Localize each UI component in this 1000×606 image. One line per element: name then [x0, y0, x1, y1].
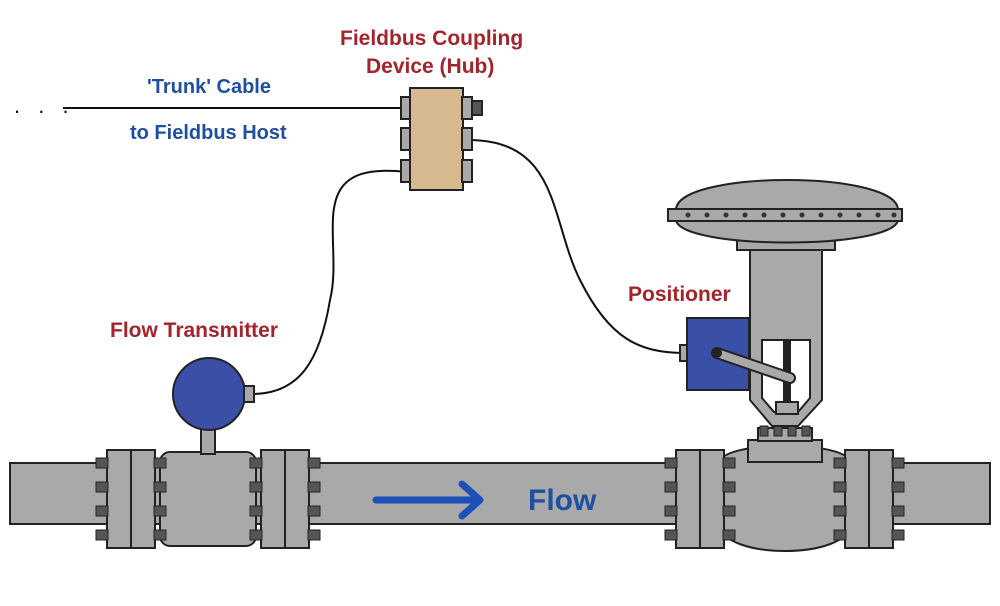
- positioner-arm: [713, 349, 794, 382]
- valve-yoke: [749, 247, 823, 427]
- ellipsis: . . .: [14, 93, 75, 118]
- flow-meter-body: [106, 449, 310, 549]
- positioner-label: Positioner: [628, 283, 731, 306]
- actuator-bolts: [685, 212, 897, 218]
- transmitter-connector: [243, 385, 255, 403]
- flange-bolts-meter: [95, 457, 321, 541]
- flange-bolts-valve: [664, 457, 905, 541]
- flow-label: Flow: [528, 484, 597, 517]
- valve-bonnet: [747, 425, 823, 463]
- spur-cable-transmitter: [251, 169, 407, 395]
- coupling-label-line2: Device (Hub): [366, 55, 495, 78]
- positioner-pivot: [712, 348, 722, 358]
- flow-arrow-head: [458, 480, 484, 520]
- fieldbus-hub: [400, 87, 483, 191]
- control-valve-body: [675, 444, 894, 552]
- host-label: to Fieldbus Host: [130, 122, 287, 144]
- spur-cable-positioner: [467, 139, 683, 354]
- coupling-label-line1: Fieldbus Coupling: [340, 27, 524, 50]
- flow-transmitter-label: Flow Transmitter: [110, 319, 279, 342]
- flow-transmitter: [172, 357, 246, 431]
- trunk-cable-label: 'Trunk' Cable: [147, 76, 271, 98]
